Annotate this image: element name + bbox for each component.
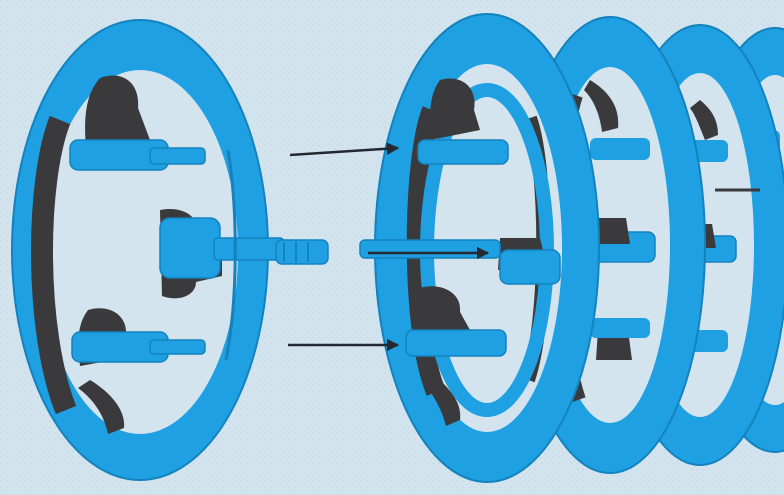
diagram-stage <box>0 0 784 495</box>
exploded-ring-diagram <box>0 0 784 495</box>
